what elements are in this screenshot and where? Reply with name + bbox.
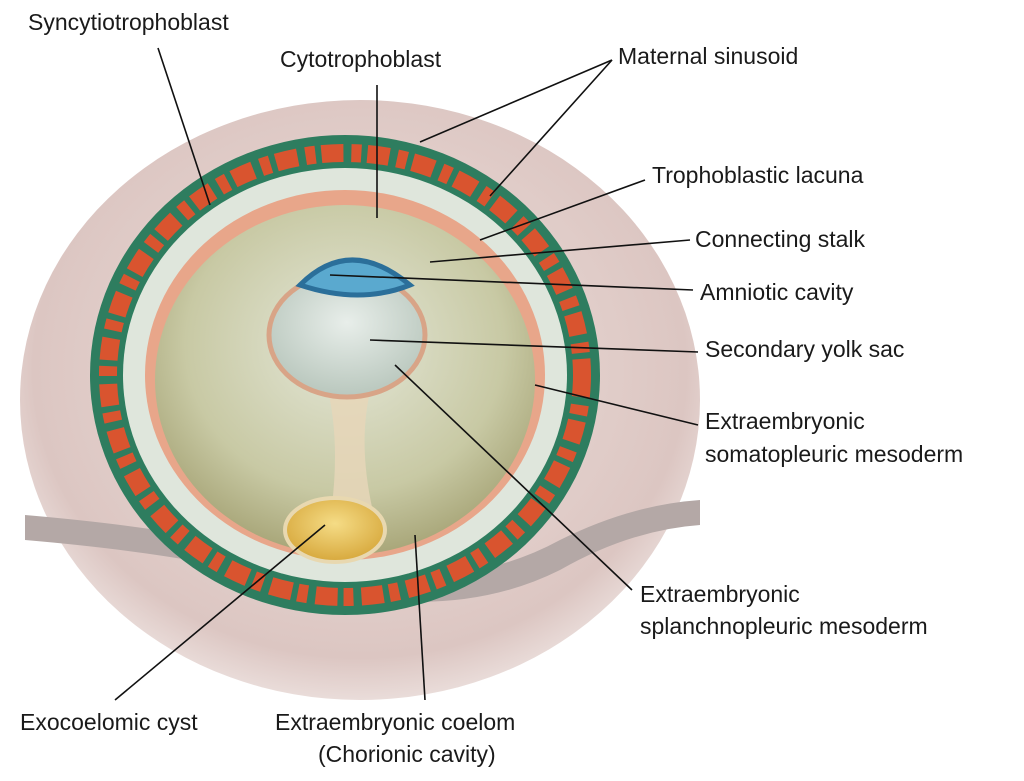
label-coelom-1: Extraembryonic coelom [275, 709, 516, 735]
label-cytotrophoblast: Cytotrophoblast [280, 46, 442, 72]
exocoelomic-cyst [283, 496, 387, 564]
uterine-epithelium [25, 500, 700, 602]
trophoblastic-lacunae [99, 144, 591, 606]
leader-lines [114, 47, 699, 701]
amniotic-cavity [295, 257, 415, 298]
label-somatopleuric-1: Extraembryonic [705, 408, 865, 434]
label-syncytiotrophoblast: Syncytiotrophoblast [28, 9, 229, 35]
label-coelom-2: (Chorionic cavity) [318, 741, 496, 767]
label-trophoblastic-lacuna: Trophoblastic lacuna [652, 162, 864, 188]
label-somatopleuric-2: somatopleuric mesoderm [705, 441, 964, 467]
label-splanchnopleuric-1: Extraembryonic [640, 581, 800, 607]
label-secondary-yolk-sac: Secondary yolk sac [705, 336, 905, 362]
label-splanchnopleuric-2: splanchnopleuric mesoderm [640, 613, 928, 639]
label-maternal-sinusoid: Maternal sinusoid [618, 43, 799, 69]
label-connecting-stalk: Connecting stalk [695, 226, 866, 252]
label-amniotic-cavity: Amniotic cavity [700, 279, 854, 305]
label-exocoelomic-cyst: Exocoelomic cyst [20, 709, 198, 735]
